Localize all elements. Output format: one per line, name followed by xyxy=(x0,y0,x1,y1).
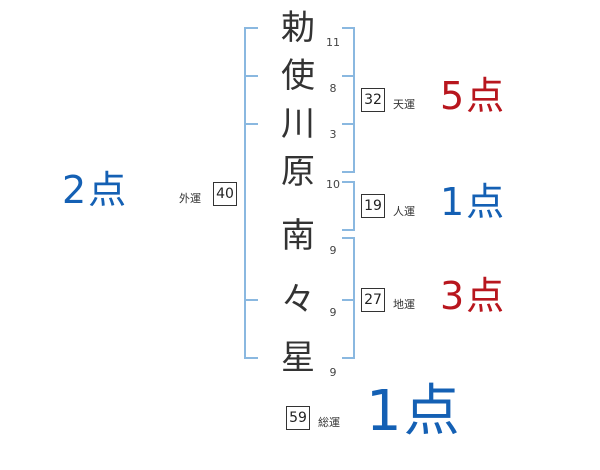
gaikaku-score: 2点 xyxy=(62,168,129,212)
stroke-count: 9 xyxy=(329,366,337,379)
jinkaku-bracket xyxy=(342,181,355,231)
chikaku-label: 地運 xyxy=(393,298,415,311)
stroke-count: 11 xyxy=(326,36,340,49)
tenkaku-label: 天運 xyxy=(393,98,415,111)
name-char: 星 xyxy=(281,338,315,378)
name-char: 南 xyxy=(281,216,315,256)
jinkaku-score: 1点 xyxy=(440,180,507,224)
name-char: 原 xyxy=(281,152,315,192)
tenkaku-value: 32 xyxy=(361,88,385,112)
stroke-count: 9 xyxy=(329,244,337,257)
soukaku-value: 59 xyxy=(286,406,310,430)
name-char: 使 xyxy=(281,56,315,96)
name-char: 勅 xyxy=(281,8,315,48)
tenkaku-bracket xyxy=(342,27,355,173)
chikaku-bracket xyxy=(342,237,355,359)
jinkaku-label: 人運 xyxy=(393,205,415,218)
stroke-count: 8 xyxy=(329,82,337,95)
soukaku-label: 総運 xyxy=(318,416,340,429)
stroke-count: 3 xyxy=(329,128,337,141)
gaikaku-bracket xyxy=(244,27,258,359)
name-char: 川 xyxy=(281,104,315,144)
chikaku-value: 27 xyxy=(361,288,385,312)
chikaku-score: 3点 xyxy=(440,274,507,318)
tenkaku-score: 5点 xyxy=(440,74,507,118)
name-char: 々 xyxy=(281,280,315,320)
jinkaku-value: 19 xyxy=(361,194,385,218)
soukaku-score: 1点 xyxy=(366,379,462,444)
gaikaku-value: 40 xyxy=(213,182,237,206)
stroke-count: 9 xyxy=(329,306,337,319)
stroke-count: 10 xyxy=(326,178,340,191)
gaikaku-label: 外運 xyxy=(179,192,201,205)
